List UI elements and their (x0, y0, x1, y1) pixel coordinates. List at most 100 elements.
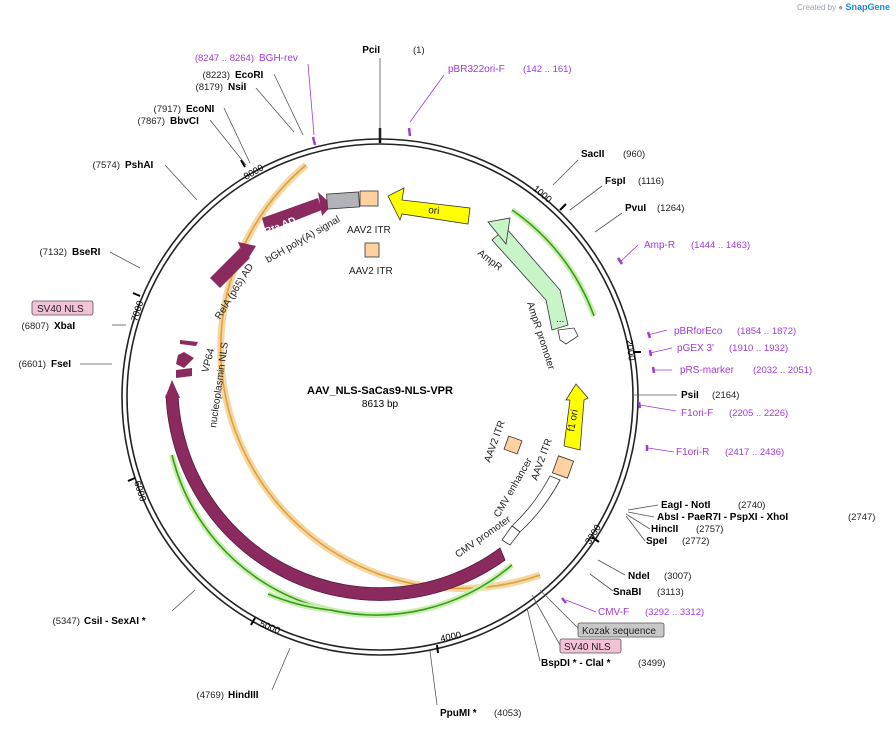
site-pvui-pos: (1264) (657, 203, 684, 214)
site-hincii: HincII (651, 524, 678, 535)
orf-arc-green-right-core (511, 209, 595, 317)
ampr-label: AmpR (475, 248, 504, 274)
ori-feature (387, 187, 471, 225)
primer-prs-marker: pRS-marker (680, 365, 735, 376)
primer-marks (311, 127, 656, 604)
site-absi-xhoi-pos: (2747) (848, 512, 875, 523)
kozak-label: Kozak sequence (582, 626, 656, 637)
sacas9-arrowhead-left (165, 380, 180, 398)
site-fspi-pos: (1116) (638, 176, 664, 187)
aav2-itr-top-box (359, 190, 379, 207)
sv40-nls-top-label: SV40 NLS (37, 304, 84, 315)
site-eagi-noti-pos: (2740) (738, 500, 765, 511)
site-bspdi-clai-pos: (3499) (638, 658, 665, 669)
primer-prs-marker-range: (2032 .. 2051) (753, 365, 812, 376)
orf-arc-green-inner (266, 591, 331, 613)
site-pcii-pos: (1) (413, 45, 425, 56)
primer-f1ori-r: F1ori-R (676, 447, 709, 458)
rela-ad-arrowhead (238, 242, 256, 262)
snapgene-credit: Created by ● SnapGene (797, 2, 890, 12)
bgh-polya-box (326, 191, 360, 210)
site-csii-sexai-pos: (5347) (53, 616, 80, 627)
sv40-nls-top-box (31, 300, 94, 316)
cmv-promoter-feature (501, 525, 521, 546)
kozak-box (577, 622, 665, 638)
sv40-nls-bottom-box (559, 638, 622, 654)
site-sacii: SacII (581, 149, 605, 160)
primer-leaders (307, 63, 677, 646)
site-econi-pos: (7917) (154, 104, 181, 115)
f1-ori-label: f1 ori (566, 409, 581, 433)
site-ppumi: PpuMI * (440, 708, 477, 719)
sv40-nls-bottom-label: SV40 NLS (564, 642, 611, 653)
tick-label-2000: 2000 (623, 339, 637, 361)
site-ecori-pos: (8223) (203, 70, 230, 81)
rela-ad-feature (210, 248, 250, 288)
site-hincii-pos: (2757) (696, 524, 723, 535)
site-hindiii-pos: (4769) (197, 690, 224, 701)
orf-arc-green-inner-core (267, 593, 331, 611)
site-bbvci: BbvCI (170, 116, 199, 127)
site-leaders (80, 58, 677, 706)
aav2-itr-top-label: AAV2 ITR (347, 225, 391, 236)
plasmid-size: 8613 bp (362, 399, 399, 410)
credit-brand: SnapGene (845, 2, 890, 12)
tick-label-7000: 7000 (129, 299, 146, 323)
rta-ad-feature (262, 198, 322, 232)
primer-cmv-f: CMV-F (598, 607, 629, 618)
site-sacii-pos: (960) (623, 149, 645, 160)
site-spei: SpeI (646, 536, 667, 547)
site-ndei-pos: (3007) (664, 571, 691, 582)
site-nsii-pos: (8179) (196, 82, 223, 93)
site-absi-xhoi: AbsI - PaeR7I - PspXI - XhoI (657, 512, 788, 523)
site-psii: PsiI (681, 390, 699, 401)
primer-pgex-3-range: (1910 .. 1932) (729, 343, 788, 354)
primer-amp-r-range: (1444 .. 1463) (691, 240, 750, 251)
site-bseri: BseRI (72, 247, 101, 258)
site-eagi-noti: EagI - NotI (661, 500, 711, 511)
primer-cmv-f-range: (3292 .. 3312) (645, 607, 704, 618)
vp64-feature (176, 352, 194, 368)
site-ppumi-pos: (4053) (494, 708, 521, 719)
site-fsei: FseI (51, 359, 71, 370)
site-bbvci-pos: (7867) (138, 116, 165, 127)
tick-label-5000: 5000 (258, 619, 282, 637)
primer-pbrforeco-range: (1854 .. 1872) (737, 326, 796, 337)
site-pshai: PshAI (125, 160, 154, 171)
nls-feature-left (176, 368, 192, 378)
aav2-itr-right-box (551, 455, 575, 479)
site-xbai: XbaI (54, 321, 75, 332)
primer-f1ori-f-range: (2205 .. 2226) (729, 408, 788, 419)
ampr-promoter-feature (557, 327, 579, 345)
site-xbai-pos: (6807) (22, 321, 49, 332)
primer-pgex-3: pGEX 3' (677, 343, 714, 354)
primer-f1ori-r-range: (2417 .. 2436) (725, 447, 784, 458)
site-psii-pos: (2164) (712, 390, 739, 401)
plasmid-name: AAV_NLS-SaCas9-NLS-VPR (307, 385, 453, 397)
tick-label-3000: 3000 (583, 523, 604, 547)
ori-label: ori (428, 205, 440, 217)
site-pvui: PvuI (625, 203, 646, 214)
site-snabi-pos: (3113) (657, 587, 684, 598)
primer-amp-r: Amp-R (644, 240, 675, 251)
backbone-inner-ring (126, 143, 634, 651)
aav2-itr-inner-right-box (503, 435, 523, 455)
site-bspdi-clai: BspDI * - ClaI * (541, 658, 611, 669)
nls-feature-top (180, 340, 198, 346)
site-hindiii: HindIII (228, 690, 259, 701)
snapgene-logo-icon: ● (838, 3, 844, 12)
tick-label-8000: 8000 (242, 163, 266, 183)
tick-label-4000: 4000 (439, 630, 462, 645)
site-econi: EcoNI (186, 104, 215, 115)
primer-bgh-rev-range: (8247 .. 8264) (195, 53, 254, 64)
site-spei-pos: (2772) (682, 536, 709, 547)
primer-pbr322ori-f: pBR322ori-F (448, 64, 505, 75)
site-pcii: PciI (362, 45, 380, 56)
site-bseri-pos: (7132) (40, 247, 67, 258)
primer-pbr322ori-f-range: (142 .. 161) (523, 64, 572, 75)
aav2-itr-right-label: AAV2 ITR (529, 437, 554, 482)
vp64-label: VP64 (200, 347, 217, 374)
site-pshai-pos: (7574) (93, 160, 120, 171)
aav2-itr-inner-label: AAV2 ITR (482, 419, 507, 464)
